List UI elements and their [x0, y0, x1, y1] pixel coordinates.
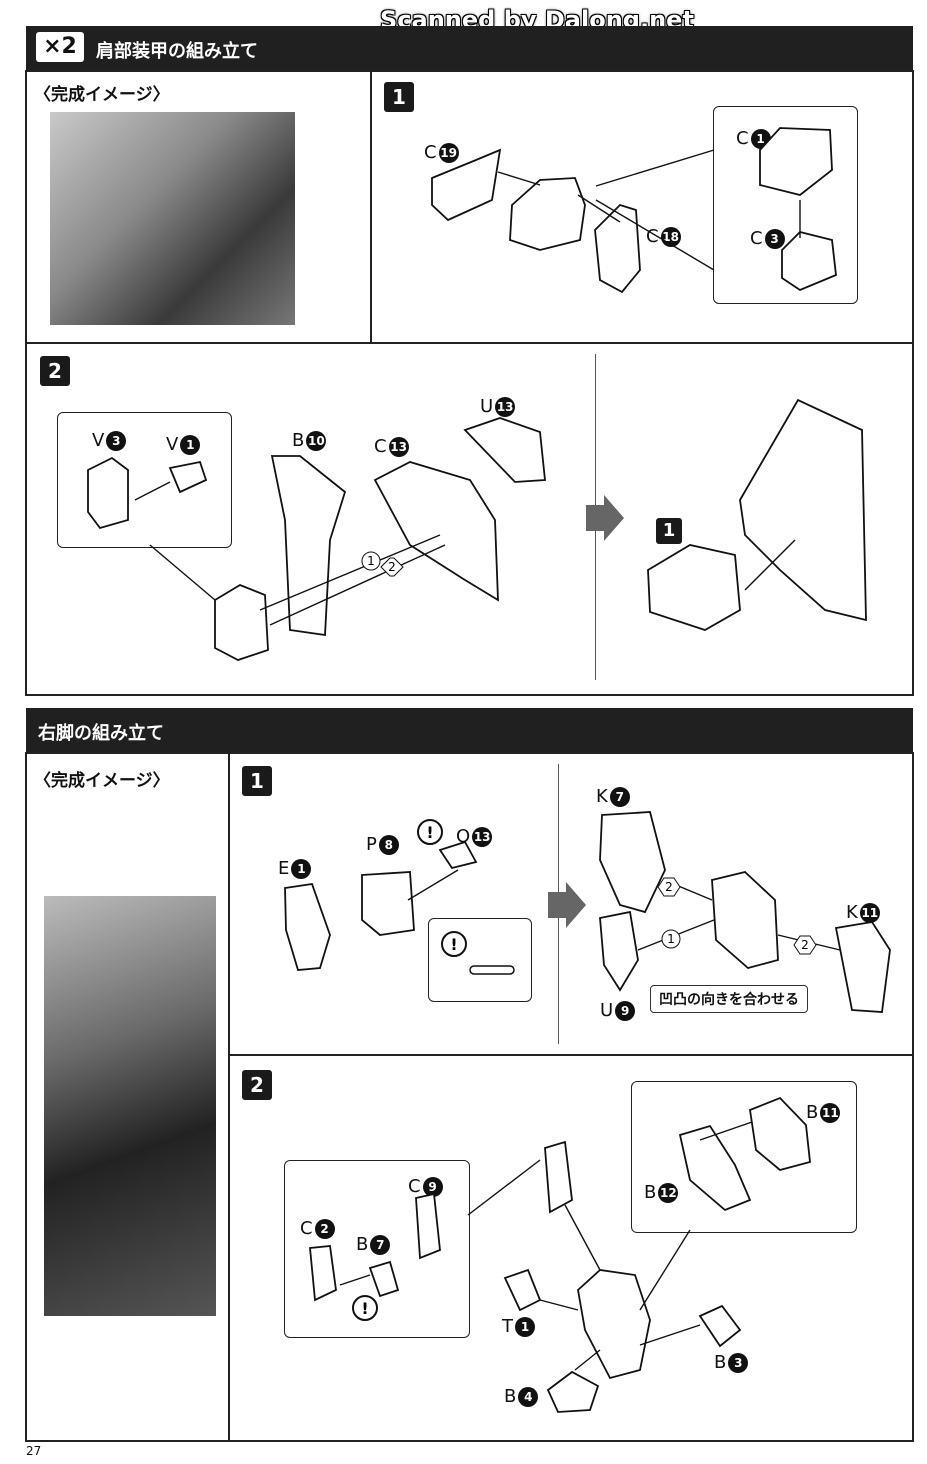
order-marker: [361, 551, 381, 571]
part-shape: [544, 1140, 573, 1214]
part-shape: [214, 583, 269, 661]
completion-image-shoulder: [50, 112, 295, 325]
part-shape: [698, 1304, 742, 1348]
part-shape: [678, 1124, 752, 1212]
part-shape: [577, 1269, 651, 1380]
order-marker-text: 1: [667, 932, 675, 946]
part-shape: [594, 203, 641, 294]
part-shape: [87, 456, 129, 530]
next-arrow-icon: [548, 882, 586, 928]
order-marker-text: 1: [367, 554, 375, 568]
svg-text:!: !: [450, 935, 457, 954]
section-header-shoulder-armor: ×2 肩部装甲の組み立て: [26, 26, 913, 70]
step-number: 2: [242, 1070, 272, 1100]
part-shape: [361, 871, 415, 936]
part-shape: [309, 1245, 337, 1302]
part-shape: [463, 417, 546, 483]
part-shape: [749, 1096, 811, 1171]
svg-text:!: !: [426, 823, 433, 842]
detail-callout: [428, 918, 532, 1002]
subassembly-ref: 1: [656, 518, 682, 544]
part-shape: [781, 231, 837, 292]
completion-image-leg: [44, 896, 216, 1316]
divider: [228, 1054, 912, 1056]
order-marker-text: 2: [665, 880, 673, 894]
page-number: 27: [26, 1444, 42, 1458]
order-marker: [380, 557, 404, 577]
step-number: 2: [40, 356, 70, 386]
part-shape: [168, 460, 208, 494]
svg-text:!: !: [361, 1299, 368, 1318]
next-arrow-icon: [586, 495, 624, 541]
order-marker: [657, 877, 681, 897]
warning-icon: [441, 931, 467, 957]
completion-caption: 〈完成イメージ〉: [34, 771, 170, 791]
part-shape: [599, 811, 666, 914]
section-title: 右脚の組み立て: [38, 723, 164, 744]
order-marker: [793, 935, 817, 955]
step-number: 1: [384, 82, 414, 112]
order-marker: [661, 929, 681, 949]
alignment-note: 凹凸の向きを合わせる: [650, 985, 808, 1013]
warning-icon: [417, 819, 443, 845]
step-number: 1: [242, 766, 272, 796]
divider: [370, 70, 372, 342]
order-marker-text: 2: [388, 560, 396, 574]
part-shape: [438, 840, 478, 870]
part-shape: [509, 177, 586, 251]
part-shape: [415, 1192, 441, 1260]
part-shape: [739, 398, 867, 622]
part-shape: [270, 455, 347, 637]
part-shape: [431, 148, 502, 222]
section-title: 肩部装甲の組み立て: [96, 41, 258, 62]
part-shape: [711, 871, 779, 969]
divider: [228, 752, 230, 1440]
part-shape: [546, 1370, 600, 1413]
part-shape: [647, 544, 741, 631]
part-shape: [834, 921, 891, 1013]
order-marker-text: 2: [801, 938, 809, 952]
part-shape: [599, 910, 639, 992]
section-header-right-leg: 右脚の組み立て: [26, 708, 913, 752]
part-shape: [503, 1268, 542, 1312]
part-shape: [373, 461, 499, 602]
quantity-badge: ×2: [36, 32, 84, 62]
warning-icon: [352, 1295, 378, 1321]
detail-callout: [631, 1081, 857, 1233]
slot-shape: [469, 965, 515, 975]
completion-caption: 〈完成イメージ〉: [34, 85, 170, 105]
part-shape: [759, 127, 833, 196]
divider: [25, 342, 914, 344]
part-shape: [368, 1260, 400, 1298]
part-shape: [284, 883, 331, 971]
